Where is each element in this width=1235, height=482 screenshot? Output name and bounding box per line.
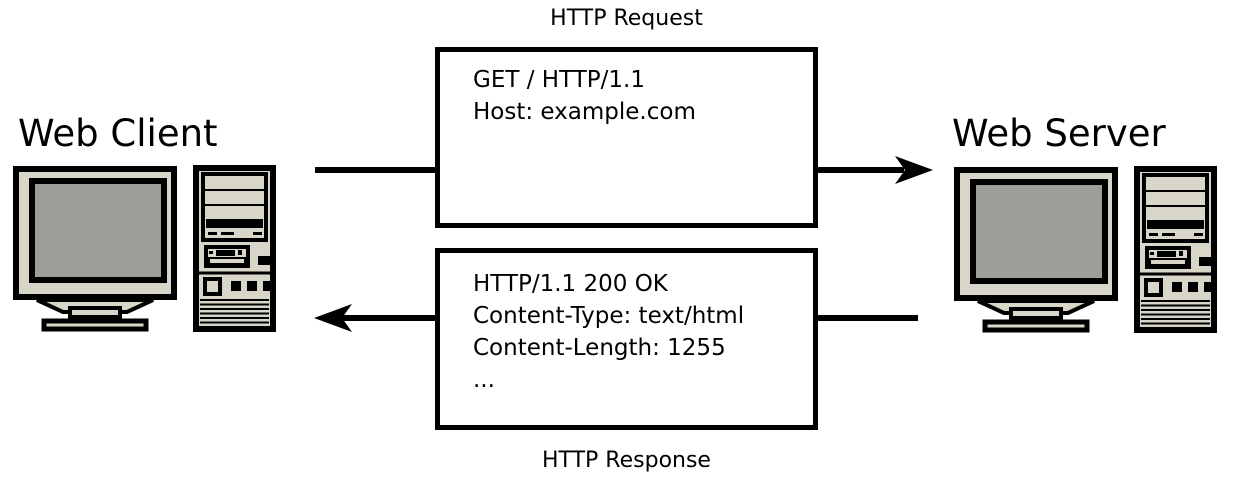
response-message-box: HTTP/1.1 200 OK Content-Type: text/html … [435, 248, 818, 430]
desktop-computer-icon [13, 165, 276, 332]
request-line: Host: example.com [473, 99, 696, 125]
http-response-title: HTTP Response [542, 448, 711, 473]
http-request-title: HTTP Request [550, 6, 703, 31]
request-line: GET / HTTP/1.1 [473, 67, 645, 93]
web-client-label: Web Client [18, 112, 218, 155]
arrowhead-left-icon [314, 304, 352, 332]
response-line: ... [473, 367, 495, 393]
response-line: Content-Length: 1255 [473, 335, 726, 361]
response-line: HTTP/1.1 200 OK [473, 271, 668, 297]
response-line: Content-Type: text/html [473, 303, 745, 329]
arrowhead-right-icon [895, 156, 933, 184]
request-message-box: GET / HTTP/1.1 Host: example.com [435, 47, 818, 228]
web-server-label: Web Server [952, 112, 1166, 155]
desktop-computer-icon [954, 166, 1217, 333]
